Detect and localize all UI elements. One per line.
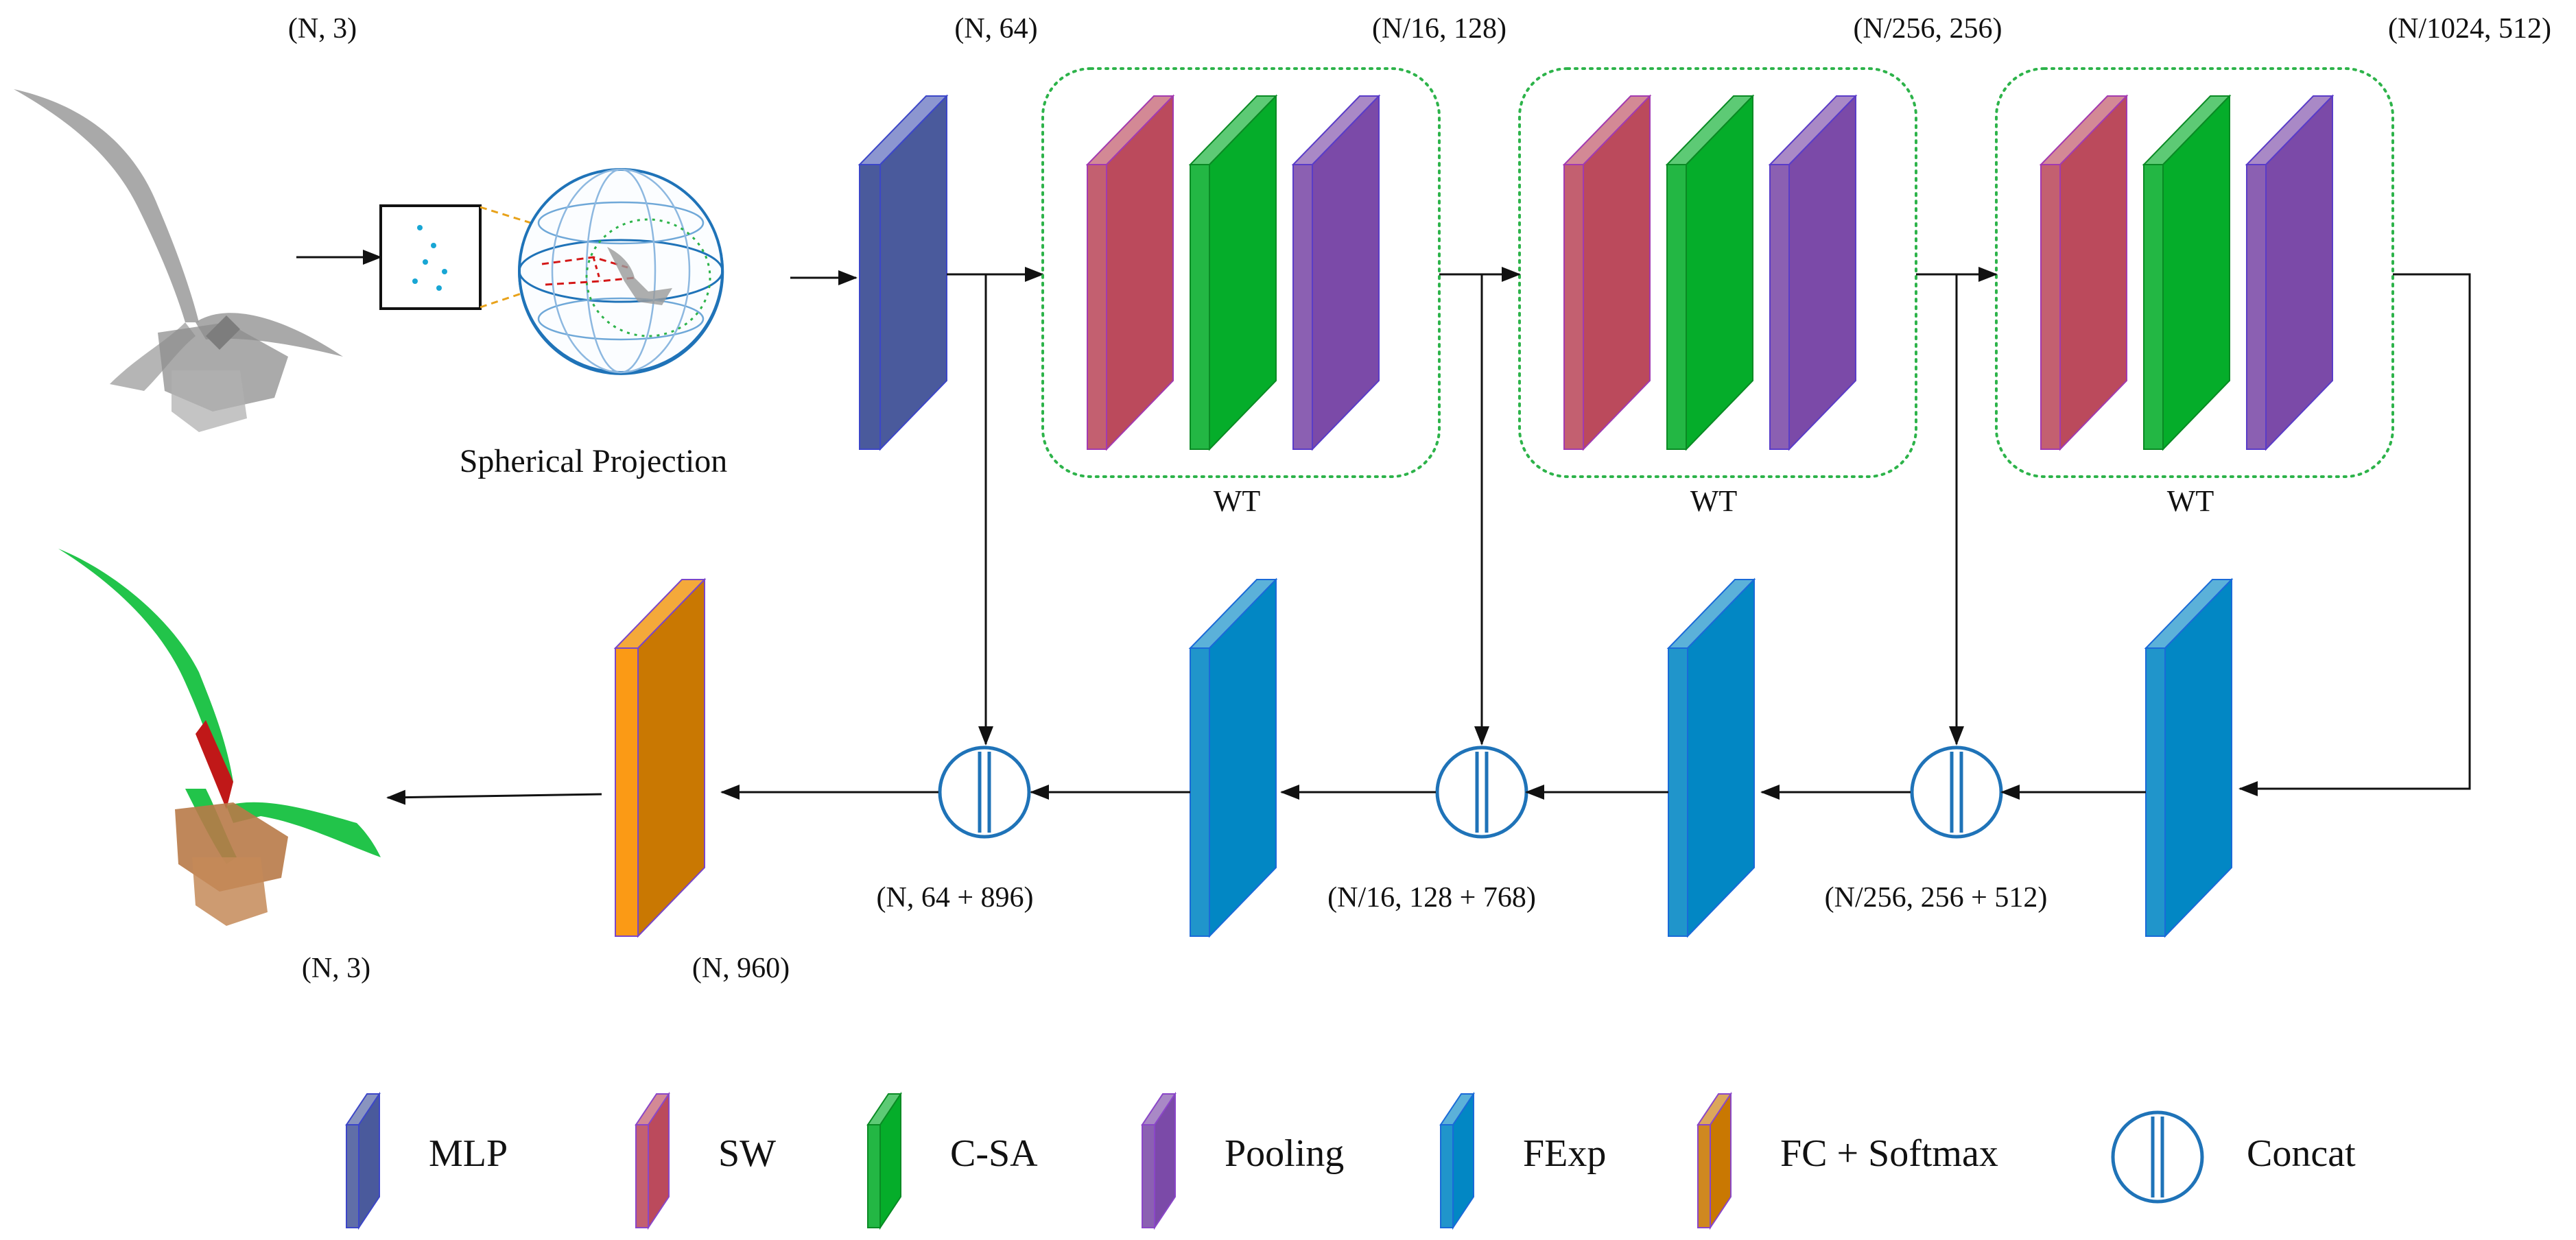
csa-legend-label: C-SA [950,1132,1038,1175]
sw-block [2039,94,2129,451]
legend-item-mlp: MLP [345,1091,508,1230]
legend-item-fc: FC + Softmax [1697,1091,1998,1230]
output-dim-label: (N, 3) [302,953,370,984]
input-dim-label: (N, 3) [288,13,357,45]
mlp-legend-icon [345,1091,381,1230]
legend-item-csa: C-SA [866,1091,1038,1230]
point-window-box [379,204,543,310]
pooling-block [2245,94,2335,451]
pooling-block [1291,94,1381,451]
fexp-block-1 [1188,577,1278,938]
wt-border [1041,67,1441,478]
fc-softmax-block [613,577,707,938]
wt1-dim-label: (N/16, 128) [1372,13,1506,45]
legend-item-pooling: Pooling [1141,1091,1344,1230]
fexp-blocks [1188,577,2234,938]
fexp-block-2 [1666,577,1756,938]
concat-icon-1 [938,746,1031,839]
concat2-dim-label: (N/16, 128 + 768) [1327,882,1536,914]
pooling-legend-icon [1141,1091,1177,1230]
concat-legend-icon [2111,1110,2204,1204]
fc-to-output-arrow [386,789,602,805]
wt3-dim-label: (N/1024, 512) [2388,13,2551,45]
wt-label: WT [1214,484,1261,518]
spherical-projection-label: Spherical Projection [460,443,728,479]
csa-legend-icon [866,1091,902,1230]
concat1-dim-label: (N, 64 + 896) [877,882,1034,914]
csa-block [2142,94,2232,451]
legend-item-sw: SW [635,1091,776,1230]
fexp-block-3 [2144,577,2234,938]
sw-legend-label: SW [718,1132,776,1175]
wt2-dim-label: (N/256, 256) [1854,13,2002,45]
mlp-legend-label: MLP [429,1132,508,1175]
concat-legend-label: Concat [2247,1132,2356,1175]
mlp-block [858,94,949,451]
wt-label: WT [1690,484,1738,518]
wt-label: WT [2167,484,2214,518]
wt-border [1995,67,2394,478]
wt3-to-fexp3-arrow [2238,273,2471,796]
wt-border [1518,67,1917,478]
legend-item-fexp: FExp [1439,1091,1606,1230]
legend: MLP SW C-SA Pooling FExp FC + Softmax Concat [345,1091,2356,1230]
pooling-block [1768,94,1858,451]
sw-legend-icon [635,1091,670,1230]
segmented-plant-cloud [58,549,381,926]
mlp-dim-label: (N, 64) [954,13,1037,45]
fexp-legend-icon [1439,1091,1475,1230]
legend-item-concat: Concat [2111,1110,2356,1204]
fc-legend-label: FC + Softmax [1780,1132,1998,1175]
fc-legend-icon [1697,1091,1732,1230]
pooling-legend-label: Pooling [1225,1132,1344,1175]
sw-block [1562,94,1652,451]
fc-dim-label: (N, 960) [692,953,790,984]
fexp-legend-label: FExp [1523,1132,1606,1175]
concat-icon-3 [1910,746,2003,839]
wt-group-1: WT [1041,67,1441,518]
concat-icon-2 [1435,746,1528,839]
sw-block [1085,94,1175,451]
input-plant-cloud [14,89,343,432]
sphere-icon [518,168,724,375]
csa-block [1188,94,1278,451]
concat3-dim-label: (N/256, 256 + 512) [1825,882,2048,914]
wt-group-3: WT [1995,67,2394,518]
wt-groups: WT WT WT [1041,67,2394,518]
csa-block [1665,94,1755,451]
wt-group-2: WT [1518,67,1917,518]
